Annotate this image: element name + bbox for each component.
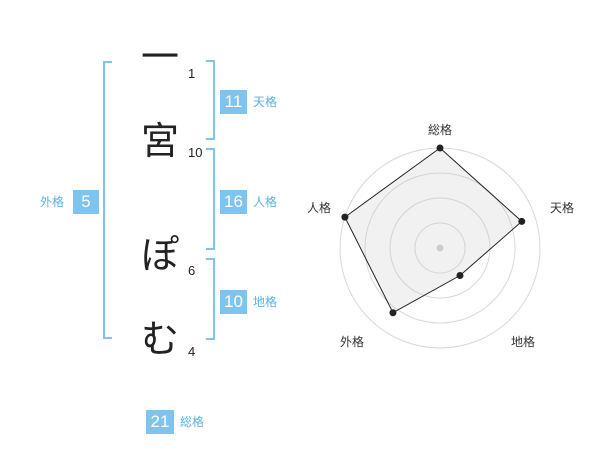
radar-point [518, 217, 526, 225]
radar-axis-label-jinkaku: 人格 [307, 201, 332, 215]
soukaku-value: 21 [146, 410, 174, 434]
gaikaku-label: 外格 [40, 195, 65, 209]
name-char-3: ぽ [140, 233, 179, 277]
gaikaku-bracket [103, 61, 112, 339]
radar-polygon [344, 147, 523, 314]
jinkaku-value: 16 [220, 190, 247, 214]
radar-point [341, 213, 349, 221]
stroke-count-4: 4 [188, 344, 196, 359]
radar-ring [364, 172, 516, 324]
radar-ring [389, 197, 491, 299]
name-char-2: 宮 [140, 119, 179, 163]
radar-point [389, 309, 397, 317]
tenkaku-label: 天格 [253, 95, 278, 109]
stroke-count-3: 6 [188, 263, 196, 278]
gaikaku-value: 5 [73, 190, 99, 214]
chikaku-label: 地格 [253, 295, 278, 309]
radar-point [456, 272, 464, 280]
jinkaku-label: 人格 [253, 195, 278, 209]
soukaku-label: 総格 [180, 415, 205, 429]
chikaku-value: 10 [220, 290, 247, 314]
tenkaku-value: 11 [220, 90, 247, 114]
radar-axis-label-gaikaku: 外格 [340, 335, 365, 349]
name-char-1: 一 [140, 35, 179, 79]
radar-center-dot [436, 244, 444, 252]
radar-ring [414, 222, 466, 274]
jinkaku-bracket [206, 148, 215, 250]
stroke-count-1: 1 [188, 66, 196, 81]
radar-point [436, 144, 444, 152]
stroke-count-2: 10 [188, 145, 203, 160]
tenkaku-bracket [206, 60, 215, 140]
chikaku-bracket [206, 258, 215, 340]
name-char-4: む [140, 317, 179, 361]
radar-axis-label-soukaku: 総格 [428, 123, 453, 137]
radar-axis-label-tenkaku: 天格 [550, 201, 575, 215]
radar-axis-label-chikaku: 地格 [511, 335, 536, 349]
